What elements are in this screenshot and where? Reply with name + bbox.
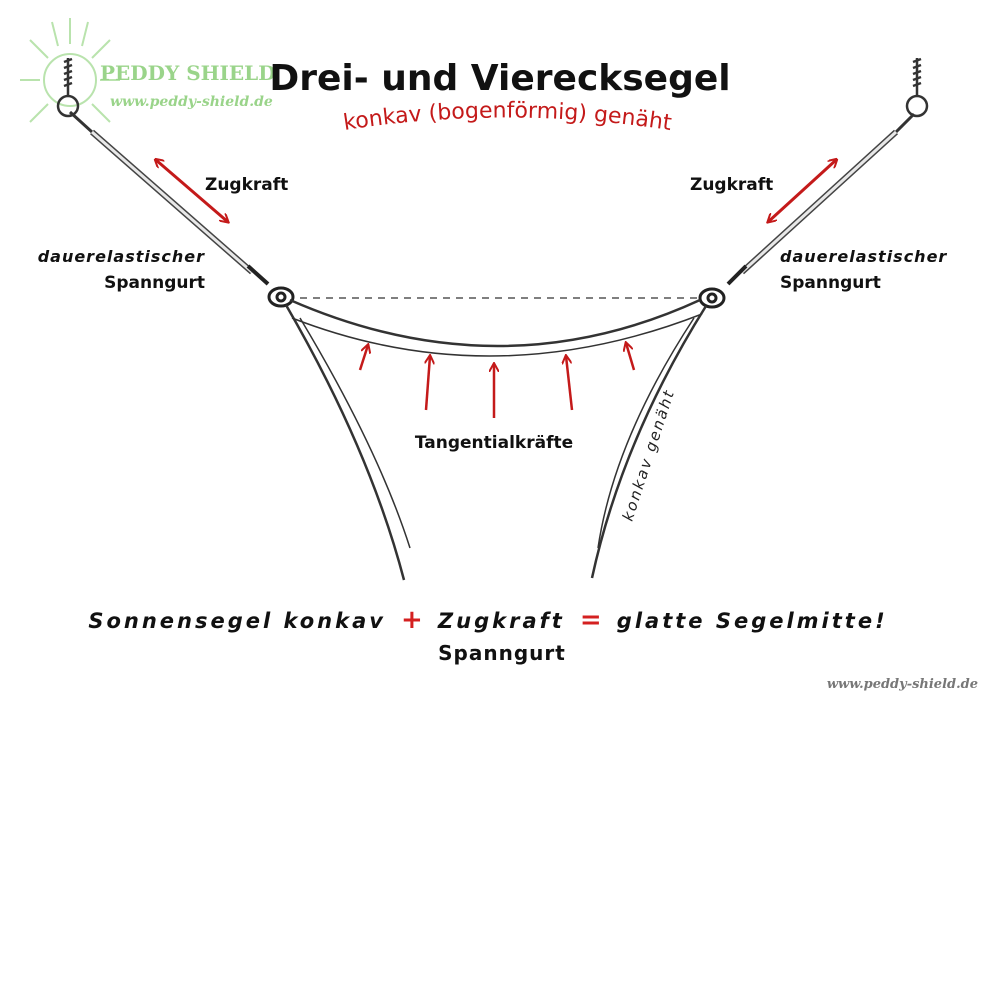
right-carabiner — [894, 112, 916, 134]
sun-icon — [20, 18, 120, 123]
pull-force-label-right: Zugkraft — [690, 175, 773, 195]
strap-label-right-line1: dauerelastischer — [780, 247, 947, 266]
right-corner-ring — [698, 287, 726, 309]
subtitle: konkav (bogenförmig) genäht — [342, 98, 674, 136]
tangential-forces-label: Tangentialkräfte — [415, 433, 573, 453]
brand-url-watermark: www.peddy-shield.de — [110, 94, 273, 110]
sail-left-edge-hem — [299, 317, 411, 549]
left-carabiner — [68, 110, 94, 134]
pull-force-label-left: Zugkraft — [205, 175, 288, 195]
left-eye-hook-icon — [56, 57, 80, 118]
strap-label-left-line1: dauerelastischer — [38, 247, 205, 266]
left-corner-ring — [267, 286, 295, 308]
tangential-arrow-1 — [358, 345, 368, 371]
edge-sewn-label: konkav genäht — [619, 387, 679, 524]
sail-outline — [284, 298, 708, 581]
formula-equals: = — [580, 605, 602, 635]
formula-plus: + — [401, 605, 423, 635]
page-title: Drei- und Vierecksegel — [269, 58, 730, 99]
sail-top-edge — [289, 298, 701, 348]
strap-label-left-line2: Spanngurt — [104, 273, 205, 293]
formula-part1: Sonnensegel konkav — [88, 609, 386, 633]
right-strap-buckle — [726, 264, 748, 286]
sail-top-edge-hem — [291, 313, 703, 357]
sail-left-edge — [284, 304, 406, 581]
sail-right-edge-hem — [597, 317, 695, 549]
pull-force-arrow-right — [768, 160, 836, 222]
tangential-force-arrows — [358, 343, 636, 418]
left-strap-buckle — [246, 264, 270, 286]
formula-part2: Zugkraft — [437, 609, 565, 633]
formula-subtext: Spanngurt — [438, 641, 566, 665]
footer-url: www.peddy-shield.de — [827, 677, 978, 692]
tangential-arrow-4 — [566, 356, 574, 411]
formula-line: Sonnensegel konkav + Zugkraft = glatte S… — [88, 605, 887, 635]
tangential-arrow-2 — [426, 356, 430, 411]
tangential-arrow-5 — [626, 343, 636, 371]
subtitle-text: konkav (bogenförmig) genäht — [342, 98, 674, 136]
brand-watermark: PEDDY SHIELD — [100, 61, 276, 85]
pull-force-arrow-left — [156, 160, 228, 222]
watermark-logo: PEDDY SHIELD www.peddy-shield.de — [20, 18, 276, 123]
formula-part3: glatte Segelmitte! — [617, 609, 888, 633]
right-eye-hook-icon — [905, 57, 929, 118]
sail-right-edge — [590, 305, 708, 579]
strap-label-right-line2: Spanngurt — [780, 273, 881, 293]
